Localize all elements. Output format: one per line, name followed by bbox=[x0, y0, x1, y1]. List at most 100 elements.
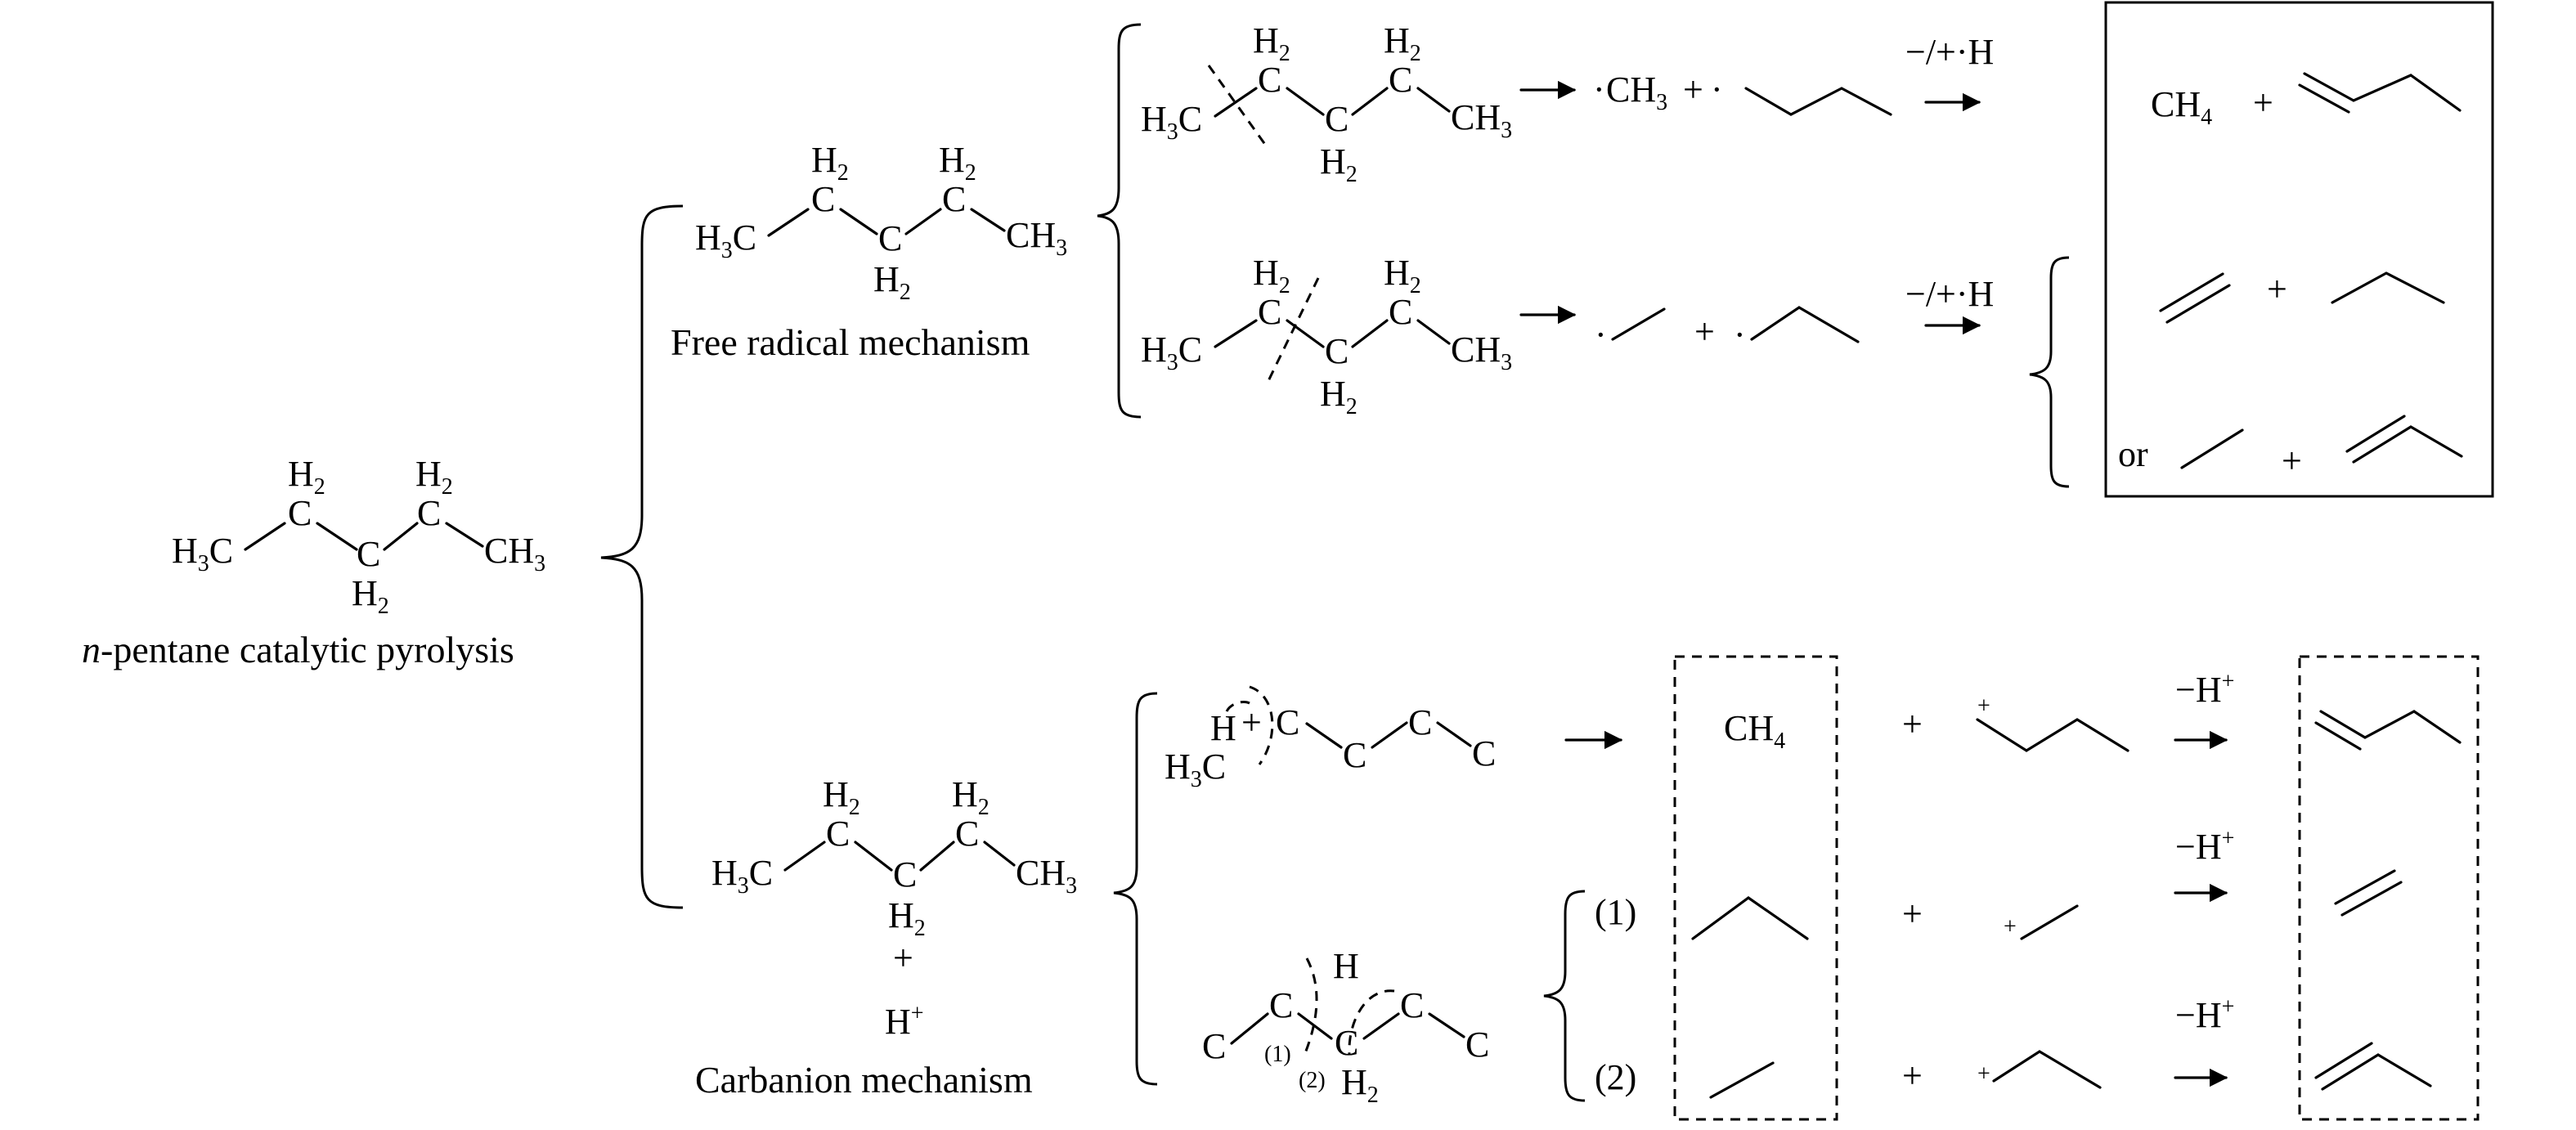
svg-text:CH3: CH3 bbox=[1451, 330, 1512, 375]
cb-alkene-box bbox=[2298, 655, 2480, 1121]
svg-text:(2): (2) bbox=[1299, 1068, 1326, 1093]
svg-text:H: H bbox=[1210, 708, 1236, 748]
svg-text:C: C bbox=[1343, 735, 1367, 775]
svg-text:H: H bbox=[1333, 946, 1359, 986]
fr-row1-products: · CH3 + · bbox=[1593, 70, 1892, 116]
cb-plus-3: + bbox=[1902, 1056, 1923, 1096]
cb-deprotonation-3: −H+ bbox=[2174, 994, 2234, 1087]
cb-row1-structure: H H3C + C C C C bbox=[1165, 685, 1496, 792]
svg-text:C: C bbox=[1325, 331, 1349, 371]
root-label: n-pentane catalytic pyrolysis bbox=[82, 629, 514, 670]
svg-text:+: + bbox=[2253, 83, 2273, 123]
svg-text:C: C bbox=[1258, 60, 1281, 100]
root-pentane-structure: H3C C H2 C H2 C H2 CH3 bbox=[172, 454, 545, 619]
pathway-2-label: (2) bbox=[1595, 1057, 1636, 1097]
svg-text:C: C bbox=[811, 179, 835, 219]
svg-text:C: C bbox=[1400, 985, 1424, 1025]
svg-text:·: · bbox=[1595, 315, 1607, 355]
svg-text:−/+·H: −/+·H bbox=[1905, 32, 1994, 72]
carbanion-brace bbox=[1113, 692, 1158, 1086]
fr-row1-h-transfer: −/+·H bbox=[1905, 32, 1994, 112]
fr-row2-products: · + · bbox=[1595, 306, 1860, 355]
fr-products-brace bbox=[2029, 256, 2070, 488]
svg-text:H2: H2 bbox=[415, 454, 453, 500]
main-brace bbox=[600, 204, 684, 909]
svg-text:H2: H2 bbox=[873, 259, 911, 305]
svg-text:CH3: CH3 bbox=[484, 531, 545, 576]
svg-text:+: + bbox=[1683, 70, 1703, 110]
svg-text:·: · bbox=[1593, 70, 1605, 110]
svg-text:H2: H2 bbox=[1253, 253, 1290, 298]
carbanion-label: Carbanion mechanism bbox=[695, 1059, 1033, 1101]
svg-text:CH3: CH3 bbox=[1606, 70, 1667, 115]
svg-text:H3C: H3C bbox=[1141, 99, 1202, 145]
svg-text:H2: H2 bbox=[888, 895, 926, 941]
svg-text:H2: H2 bbox=[1253, 20, 1290, 66]
svg-text:C: C bbox=[1465, 1025, 1489, 1065]
svg-text:C: C bbox=[1325, 99, 1349, 139]
svg-text:H2: H2 bbox=[811, 140, 849, 186]
svg-text:+: + bbox=[893, 938, 913, 978]
free-radical-brace bbox=[1097, 23, 1142, 419]
cb-plus-2: + bbox=[1902, 894, 1923, 934]
svg-text:−/+·H: −/+·H bbox=[1905, 274, 1994, 314]
svg-text:H2: H2 bbox=[1384, 20, 1421, 66]
svg-text:C: C bbox=[1258, 292, 1281, 332]
fr-product-ch4-butene: CH4 + bbox=[2151, 72, 2462, 130]
cb-butyl-cation: + bbox=[1976, 693, 2129, 752]
svg-text:C: C bbox=[1472, 733, 1496, 774]
svg-text:H3C: H3C bbox=[1141, 330, 1202, 375]
svg-text:C: C bbox=[288, 493, 312, 533]
cb-ethyl-cation: + bbox=[2004, 904, 2079, 940]
svg-text:C: C bbox=[1408, 702, 1432, 742]
svg-text:C: C bbox=[878, 218, 902, 258]
svg-text:H3C: H3C bbox=[695, 217, 756, 263]
svg-text:H2: H2 bbox=[288, 454, 325, 500]
cb-butene bbox=[2314, 710, 2462, 751]
svg-text:H2: H2 bbox=[1320, 374, 1358, 419]
svg-text:H2: H2 bbox=[352, 573, 389, 619]
svg-text:+: + bbox=[1977, 693, 1990, 719]
svg-text:CH4: CH4 bbox=[2151, 84, 2212, 130]
svg-text:H2: H2 bbox=[1341, 1062, 1379, 1108]
svg-text:+: + bbox=[1694, 312, 1715, 352]
svg-text:C: C bbox=[417, 493, 441, 533]
pathway-1-label: (1) bbox=[1595, 892, 1636, 932]
fr-product-ethene-propane: + bbox=[2159, 269, 2445, 324]
svg-text:C: C bbox=[1269, 985, 1293, 1025]
svg-text:H2: H2 bbox=[952, 774, 990, 820]
cb-deprotonation-1: −H+ bbox=[2174, 669, 2234, 750]
svg-text:−H+: −H+ bbox=[2175, 994, 2234, 1035]
svg-text:C: C bbox=[357, 534, 380, 574]
svg-text:C: C bbox=[826, 814, 850, 854]
svg-text:+: + bbox=[2004, 914, 2017, 939]
cb-deprotonation-2: −H+ bbox=[2174, 826, 2234, 903]
fr-row2-structure: H3C C H2 C H2 C H2 CH3 bbox=[1141, 253, 1512, 419]
free-radical-pentane: H3C C H2 C H2 C H2 CH3 bbox=[695, 140, 1067, 305]
svg-text:C: C bbox=[942, 179, 966, 219]
svg-text:C: C bbox=[1389, 292, 1412, 332]
cb-ethene bbox=[2334, 869, 2403, 917]
svg-text:H2: H2 bbox=[1384, 253, 1421, 298]
svg-text:+: + bbox=[1977, 1061, 1990, 1087]
svg-text:+: + bbox=[2282, 441, 2302, 481]
svg-text:CH3: CH3 bbox=[1016, 853, 1077, 899]
carbanion-pentane: H3C C H2 C H2 C H2 CH3 + H+ bbox=[711, 774, 1077, 1042]
cb-propene bbox=[2314, 1042, 2432, 1091]
svg-text:(1): (1) bbox=[1264, 1042, 1291, 1067]
svg-text:·: · bbox=[1711, 70, 1723, 110]
fr-products-box bbox=[2104, 1, 2494, 498]
fr-product-ethane-propene: or + bbox=[2118, 415, 2463, 481]
free-radical-label: Free radical mechanism bbox=[671, 321, 1030, 363]
svg-text:CH3: CH3 bbox=[1006, 215, 1067, 261]
svg-text:C: C bbox=[1335, 1023, 1358, 1063]
cb-pathway-brace bbox=[1543, 890, 1586, 1102]
svg-text:H+: H+ bbox=[885, 1001, 924, 1042]
svg-text:or: or bbox=[2118, 434, 2148, 474]
svg-text:C: C bbox=[1389, 60, 1412, 100]
svg-text:C: C bbox=[1276, 702, 1299, 742]
cb-propyl-cation: + bbox=[1977, 1050, 2102, 1089]
svg-text:H2: H2 bbox=[939, 140, 976, 186]
svg-text:H2: H2 bbox=[823, 774, 860, 820]
